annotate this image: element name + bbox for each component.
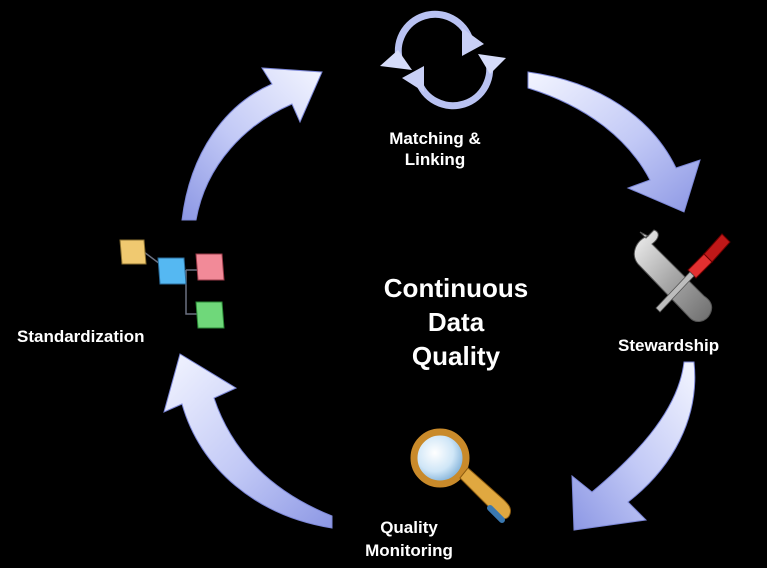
cycle-arrow-top-right [527, 71, 701, 213]
quality-monitoring-label: Quality Monitoring [324, 517, 494, 563]
magnifying-glass-icon [410, 428, 511, 523]
monitoring-label-line-1: Quality [380, 518, 438, 537]
stewardship-label: Stewardship [618, 335, 767, 356]
center-title: Continuous Data Quality [356, 272, 556, 373]
cycle-arrow-bottom-left [163, 353, 333, 529]
org-chart-blocks-icon [119, 239, 225, 329]
center-title-line-3: Quality [411, 340, 501, 371]
stewardship-label-line: Stewardship [618, 336, 720, 355]
circular-arrows-icon [380, 10, 506, 110]
matching-linking-label: Matching & Linking [360, 128, 510, 171]
standardization-label-line: Standardization [17, 327, 145, 346]
center-title-line-1: Continuous [383, 273, 529, 303]
wrench-screwdriver-icon [633, 229, 731, 322]
cycle-arrow-top-left [181, 67, 323, 221]
matching-label-line-1: Matching & [389, 129, 481, 148]
cycle-arrow-bottom-right [571, 361, 696, 531]
center-title-line-2: Data [427, 306, 485, 337]
standardization-label: Standardization [17, 326, 197, 347]
monitoring-label-line-2: Monitoring [365, 540, 453, 560]
matching-label-line-2: Linking [404, 150, 466, 170]
